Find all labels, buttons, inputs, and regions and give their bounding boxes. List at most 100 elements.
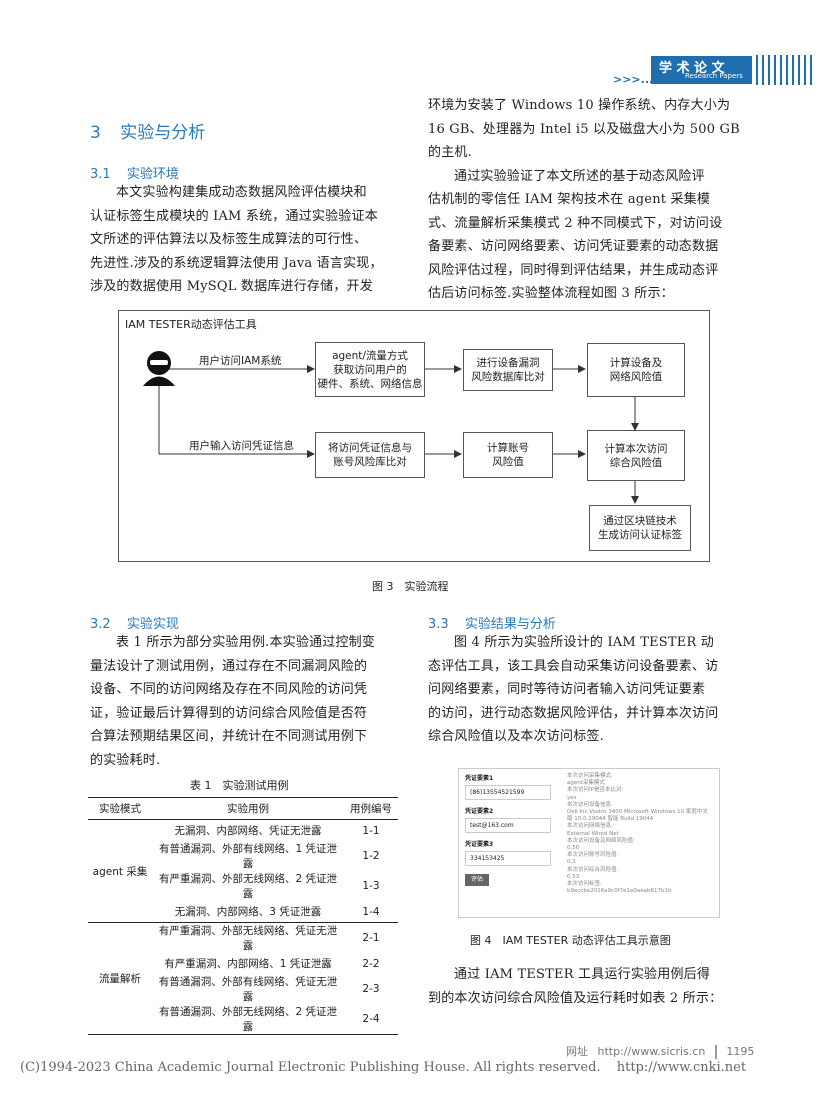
header-stripes	[756, 55, 816, 85]
page-number: 1195	[726, 1045, 755, 1058]
result-line: 本次访问设备信息:	[567, 801, 613, 808]
table-cell: 无漏洞、内部网络、凭证无泄露	[174, 825, 322, 837]
subsection-number: 3.1	[90, 167, 111, 182]
table-cell: 1-4	[344, 901, 398, 923]
text-line: 证，验证最后计算得到的访问综合风险值是否符	[90, 705, 368, 721]
text-line: 认证标签生成模块的 IAM 系统，通过实验验证本	[90, 208, 378, 224]
result-line: 0.3	[567, 859, 576, 866]
subsection-32-heading: 3.2 实验实现	[90, 613, 179, 632]
text-line: 的访问，进行动态数据风险评估，并计算本次访问	[428, 705, 719, 721]
subsection-number: 3.2	[90, 617, 111, 632]
header-badge-en: Research Papers	[685, 72, 743, 80]
result-line: 本次访问设备及网络风险值:	[567, 837, 635, 844]
table-cell: 2-3	[362, 983, 380, 995]
text-line: 风险评估过程，同时得到评估结果，并生成动态评	[428, 262, 719, 278]
text-line: 到的本次访问综合风险值及运行耗时如表 2 所示：	[428, 990, 723, 1006]
section-title: 实验与分析	[120, 123, 206, 143]
table-cell: 2-2	[362, 957, 380, 970]
result-line: Dell Inc.Vostro 3400 Microsoft Windows 1…	[567, 809, 708, 823]
paragraph-closing: 通过 IAM TESTER 工具运行实验用例后得 到的本次访问综合风险值及运行耗…	[428, 963, 744, 1010]
paragraph-32: 表 1 所示为部分实验用例.本实验通过控制变 量法设计了测试用例，通过存在不同漏…	[90, 631, 402, 772]
text-line: 备要素、访问网络要素、访问凭证要素的动态数据	[428, 239, 719, 254]
section-heading: 3 实验与分析	[90, 118, 205, 143]
credential-label-1: 凭证要素1	[465, 775, 494, 782]
table-1: 实验模式 实验用例 用例编号 agent 采集 无漏洞、内部网络、凭证无泄露 1…	[88, 797, 398, 1035]
text-line: 的主机.	[428, 145, 472, 160]
edge-label-user-input: 用户输入访问凭证信息	[189, 440, 294, 452]
text-line: 文所述的评估算法以及标签生成算法的可行性、	[90, 232, 368, 247]
node-collect-info: agent/流量方式 获取访问用户的 硬件、系统、网络信息	[315, 342, 425, 397]
result-line: 0.56	[567, 845, 580, 852]
table-cell-mode: agent 采集	[88, 819, 152, 923]
text-line: 表 1 所示为部分实验用例.本实验通过控制变	[116, 635, 376, 650]
node-account-risk: 计算账号 风险值	[463, 432, 553, 478]
text-line: 综合风险值以及本次访问标签.	[428, 729, 604, 744]
result-line: b9eccbe2016a0c0f7e1e0aeab617b1b	[567, 888, 672, 895]
text-line: 量法设计了测试用例，通过存在不同漏洞风险的	[90, 658, 368, 674]
table-header: 实验模式	[88, 797, 152, 820]
subsection-title: 实验结果与分析	[464, 617, 556, 632]
evaluate-button[interactable]: 评估	[465, 874, 489, 886]
credential-input-2[interactable]: test@163.com	[465, 818, 551, 833]
result-line: 本次访问IP是否本比对:	[567, 787, 624, 794]
table-cell-mode: 流量解析	[88, 922, 152, 1035]
result-line: 0.53	[567, 873, 580, 880]
table-cell: 无漏洞、内部网络、3 凭证泄露	[152, 901, 344, 923]
header-arrows: >>>...	[613, 73, 654, 86]
text-line: 设备、不同的访问网络及存在不同风险的访问凭	[90, 682, 368, 697]
result-line: 本次访问采集模式:	[567, 773, 613, 779]
copyright-text: (C)1994-2023 China Academic Journal Elec…	[20, 1060, 601, 1075]
figure-3-connectors	[143, 351, 639, 504]
node-device-compare: 进行设备漏洞 风险数据库比对	[463, 349, 553, 391]
text-line: 先进性.涉及的系统逻辑算法使用 Java 语言实现，	[90, 255, 383, 271]
table-1-caption: 表 1 实验测试用例	[190, 779, 289, 792]
table-cell: 有普通漏洞、外部无线网络、2 凭证泄露	[152, 1004, 344, 1035]
text-line: 通过实验验证了本文所述的基于动态风险评	[454, 168, 705, 184]
text-line: 本文实验构建集成动态数据风险评估模块和	[116, 185, 367, 200]
table-cell: 2-1	[362, 932, 380, 944]
credential-label-3: 凭证要素3	[465, 841, 494, 848]
subsection-title: 实验实现	[126, 617, 179, 632]
text-line: 估机制的零信任 IAM 架构技术在 agent 采集模	[428, 192, 711, 207]
text-line: 合算法预期结果区间，并统计在不同测试用例下	[90, 729, 368, 744]
footer-url[interactable]: http://www.sicris.cn	[597, 1045, 706, 1058]
table-cell: 1-1	[362, 824, 380, 837]
node-auth-label: 通过区块链技术 生成访问认证标签	[589, 505, 691, 551]
result-line: 本次访问标签:	[567, 881, 602, 888]
subsection-number: 3.3	[428, 617, 449, 632]
figure-3-caption: 图 3 实验流程	[372, 580, 449, 593]
paragraph-31: 本文实验构建集成动态数据风险评估模块和 认证标签生成模块的 IAM 系统，通过实…	[90, 181, 402, 299]
table-cell: 有普通漏洞、外部有线网络、凭证无泄露	[158, 976, 338, 1003]
table-row: 有普通漏洞、外部无线网络、2 凭证泄露 2-4	[88, 1004, 398, 1035]
figure-4-screenshot: 凭证要素1 (86)13554521599 凭证要素2 test@163.com…	[458, 768, 720, 918]
header-badge-cn: 学 术 论 文	[659, 61, 725, 76]
text-line: 式、流量解析采集模式 2 种不同模式下，对访问设	[428, 215, 723, 231]
figure-4-caption: 图 4 IAM TESTER 动态评估工具示意图	[470, 934, 671, 947]
table-row: agent 采集 无漏洞、内部网络、凭证无泄露 1-1	[88, 819, 398, 923]
table-cell: 有普通漏洞、外部有线网络、1 凭证泄露	[158, 843, 338, 870]
result-line: yes	[567, 794, 577, 801]
text-line: 估后访问标签.实验整体流程如图 3 所示：	[428, 286, 674, 301]
table-row: 有严重漏洞、内部网络、1 凭证泄露 2-2	[88, 953, 398, 974]
text-line: 通过 IAM TESTER 工具运行实验用例后得	[454, 967, 711, 982]
text-line: 图 4 所示为实验所设计的 IAM TESTER 动	[454, 635, 714, 650]
figure-3-flowchart: IAM TESTER动态评估工具 用户访问IAM系统 用户输入访问凭证信息 ag…	[118, 310, 710, 562]
paragraph-right-top: 环境为安装了 Windows 10 操作系统、内存大小为 16 GB、处理器为 …	[428, 94, 744, 306]
figure-3-title: IAM TESTER动态评估工具	[125, 318, 257, 331]
table-cell: 2-4	[344, 1004, 398, 1035]
credential-input-1[interactable]: (86)13554521599	[465, 785, 551, 800]
text-line: 问网络要素，同时等待访问者输入访问凭证要素	[428, 682, 706, 697]
credential-input-3[interactable]: 334153425	[465, 851, 551, 866]
cnki-link[interactable]: http://www.cnki.net	[616, 1060, 747, 1075]
table-header: 用例编号	[344, 797, 398, 820]
user-icon	[143, 351, 175, 386]
table-header: 实验用例	[152, 797, 344, 820]
result-line: 本次访问账号风险值:	[567, 852, 619, 859]
text-line: 态评估工具，该工具会自动采集访问设备要素、访	[428, 658, 719, 674]
subsection-31-heading: 3.1 实验环境	[90, 163, 179, 182]
subsection-33-heading: 3.3 实验结果与分析	[428, 613, 556, 632]
text-line: 16 GB、处理器为 Intel i5 以及磁盘大小为 500 GB	[428, 121, 740, 137]
footer-site: 网址 http://www.sicris.cn 1195	[566, 1043, 754, 1059]
edge-label-user-access: 用户访问IAM系统	[199, 355, 282, 367]
result-line: 本次访问综合风险值:	[567, 866, 619, 873]
